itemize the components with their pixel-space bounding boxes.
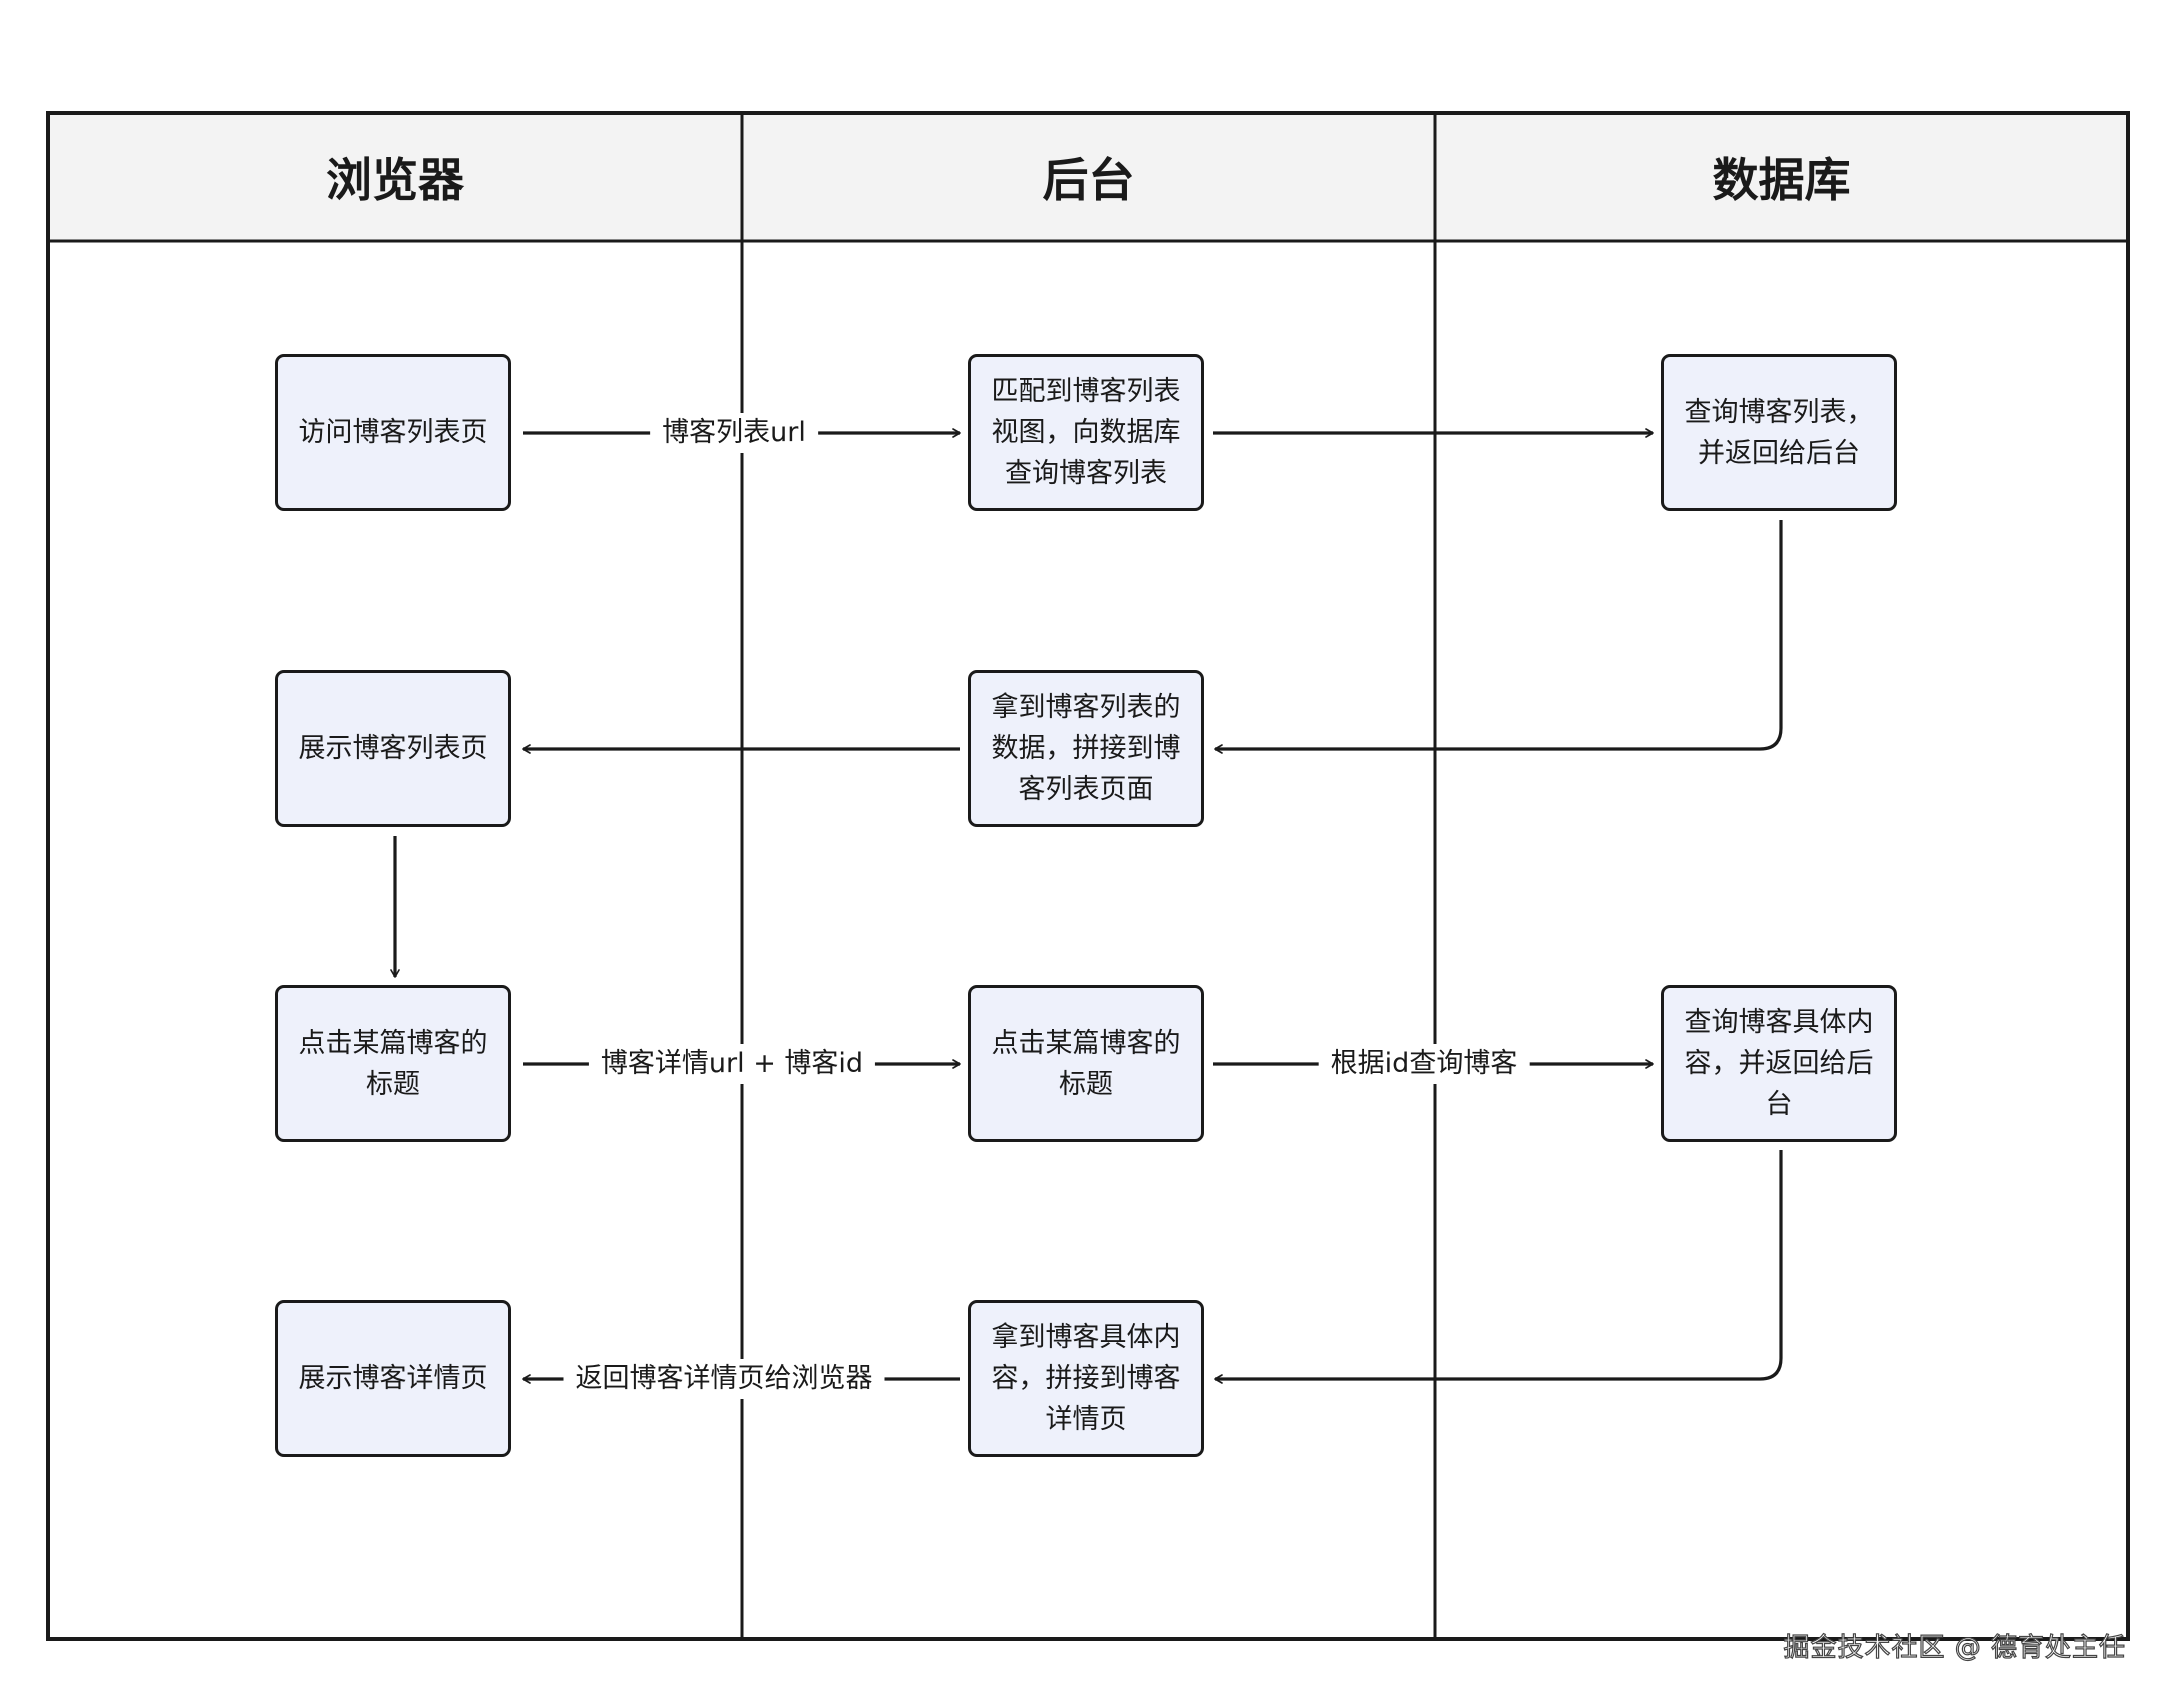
watermark: 掘金技术社区 @ 德育处主任 [1783,1632,2126,1663]
edge-label-return-detail: 返回博客详情页给浏览器 [563,1359,885,1399]
node-click-title-backend: 点击某篇博客的标题 [968,985,1204,1142]
header-band [48,113,2128,241]
lane-title-backend: 后台 [1042,153,1135,207]
edge-label-list-url: 博客列表url [650,413,818,453]
edge-query-to-assemble [1214,520,1783,754]
edge-label-query-by-id: 根据id查询博客 [1318,1044,1530,1084]
node-match-view: 匹配到博客列表视图，向数据库查询博客列表 [968,354,1204,511]
node-visit-list: 访问博客列表页 [275,354,511,511]
node-query-detail: 查询博客具体内容，并返回给后台 [1661,985,1897,1142]
edge-label-detail-url: 博客详情url + 博客id [588,1044,876,1084]
node-assemble-detail: 拿到博客具体内容，拼接到博客详情页 [968,1300,1204,1457]
node-query-list: 查询博客列表，并返回给后台 [1661,354,1897,511]
swimlane-frame [46,111,2130,1641]
node-assemble-list: 拿到博客列表的数据，拼接到博客列表页面 [968,670,1204,827]
lane-title-database: 数据库 [1712,153,1851,207]
edge-query-detail-to-assemble [1214,1150,1783,1384]
node-click-title-browser: 点击某篇博客的标题 [275,985,511,1142]
node-show-list: 展示博客列表页 [275,670,511,827]
lane-title-browser: 浏览器 [326,153,464,207]
node-show-detail: 展示博客详情页 [275,1300,511,1457]
